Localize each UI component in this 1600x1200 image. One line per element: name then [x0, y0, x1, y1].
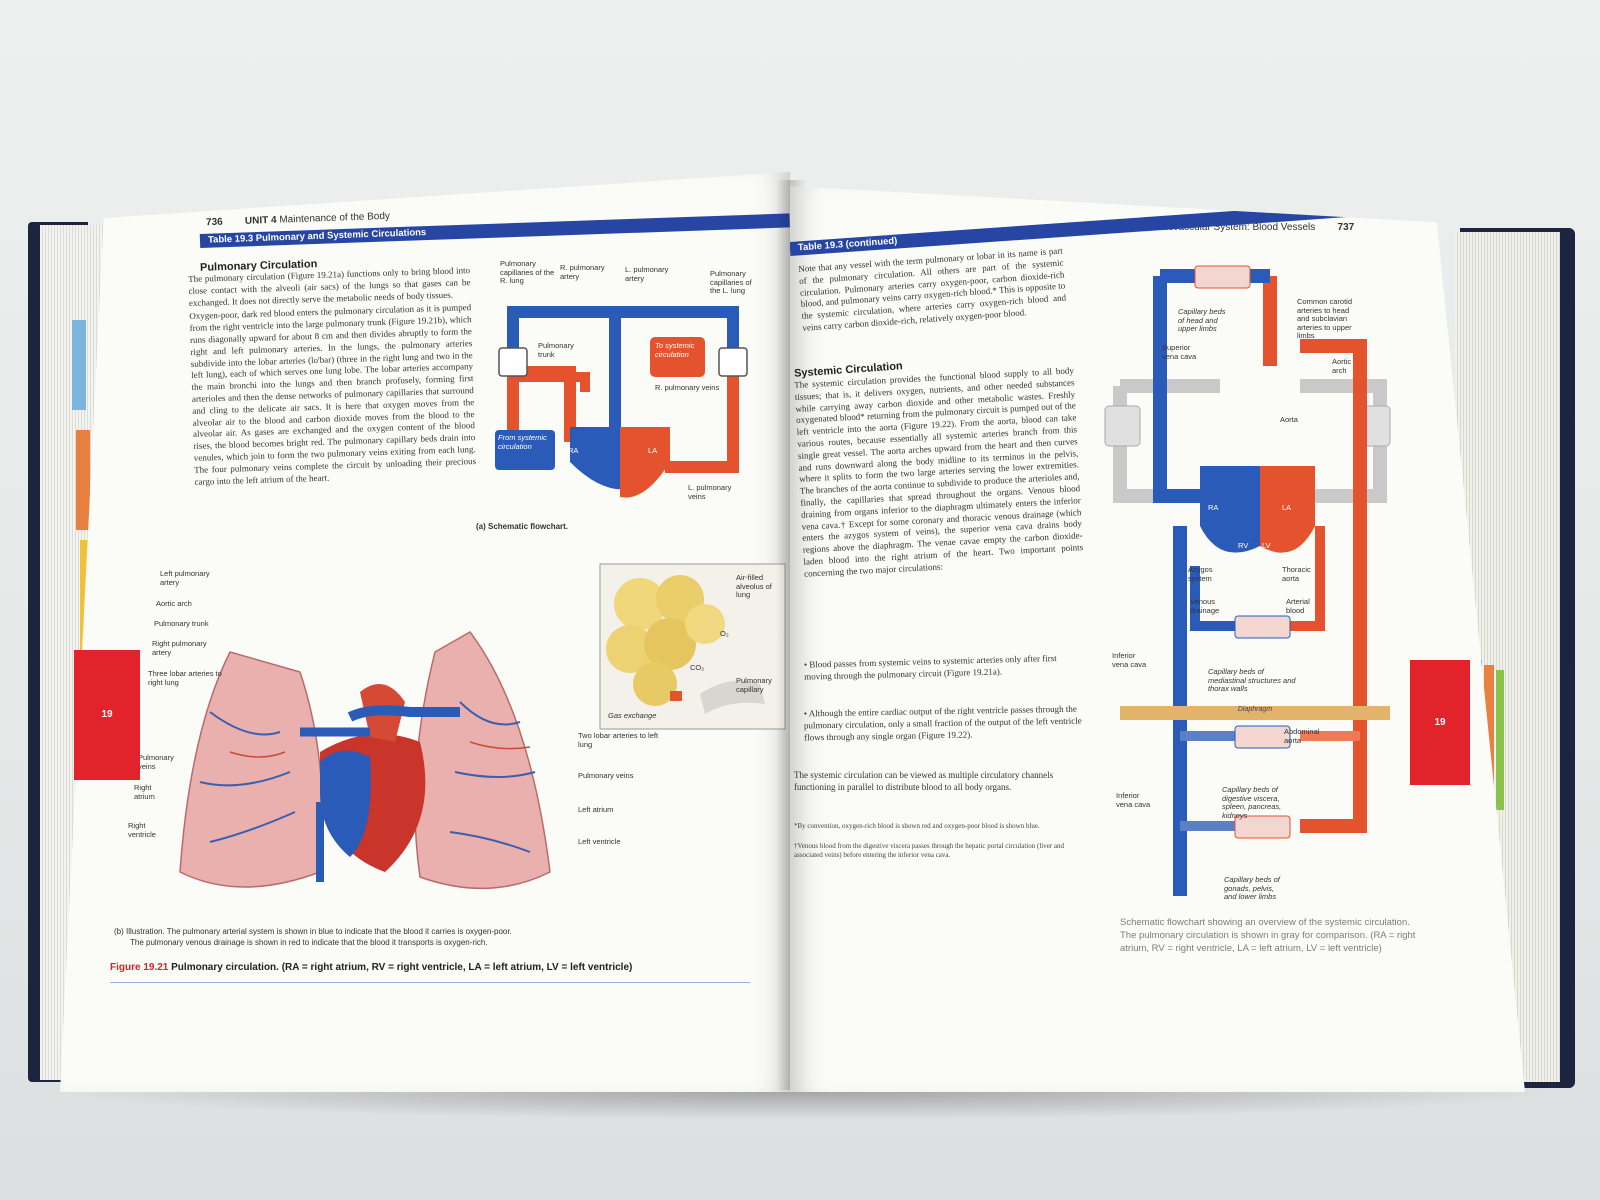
label-pulm-capillary: Pulmonary capillary	[736, 676, 772, 694]
left-page: 736 UNIT 4 Maintenance of the Body Table…	[60, 172, 790, 1092]
illustration-caption-1: (b) Illustration. The pulmonary arterial…	[114, 927, 512, 936]
illustration-caption-2: The pulmonary venous drainage is shown i…	[130, 938, 488, 947]
lungs-heart-illustration	[179, 631, 551, 890]
systemic-flowchart	[1104, 265, 1391, 896]
edge-tab-left: 19	[74, 650, 140, 780]
label-r-veins: R. pulmonary veins	[655, 383, 720, 392]
label-air-filled: Air-filled alveolus of lung	[736, 573, 772, 599]
unit-label: UNIT 4	[244, 214, 277, 227]
label-arterial-blood: Arterial blood	[1286, 597, 1310, 615]
rule	[110, 982, 750, 983]
label-la: LA	[648, 446, 658, 455]
label-superior-vc: Superior vena cava	[1162, 343, 1197, 361]
bullet-text: Although the entire cardiac output of th…	[803, 703, 1082, 743]
bullet-item: • Although the entire cardiac output of …	[803, 703, 1082, 743]
label-cap-gonads: Capillary beds of gonads, pelvis, and lo…	[1224, 875, 1280, 901]
label-left-pulm-artery: Left pulmonary artery	[160, 569, 210, 587]
label-trunk: Pulmonary trunk	[538, 341, 574, 359]
systemic-body-text: The systemic circulation provides the fu…	[794, 365, 1084, 579]
label-three-lobar: Three lobar arteries to right lung	[148, 669, 222, 687]
label-aorta: Aorta	[1280, 415, 1298, 424]
page-number: 737	[1337, 222, 1355, 233]
paragraph: The pulmonary circulation (Figure 19.21a…	[188, 265, 471, 308]
label-l-artery: L. pulmonary artery	[625, 265, 669, 283]
unit-title: Maintenance of the Body	[279, 210, 391, 226]
closing-text: The systemic circulation can be viewed a…	[794, 770, 1054, 792]
intro-text: Note that any vessel with the term pulmo…	[798, 245, 1067, 333]
label-right-atrium: Right atrium	[134, 783, 155, 801]
label-aortic-arch: Aortic arch	[1332, 357, 1352, 375]
label-azygos: Azygos system	[1188, 565, 1213, 583]
label-o2: O₂	[720, 629, 729, 638]
label-co2: CO₂	[690, 663, 705, 672]
label-thoracic-aorta: Thoracic aorta	[1282, 565, 1311, 583]
footnote: †Venous blood from the digestive viscera…	[794, 842, 1065, 859]
thumb-tab	[1496, 670, 1504, 810]
label-common-carotid: Common carotid arteries to head and subc…	[1297, 297, 1353, 340]
bullet-text: Blood passes from systemic veins to syst…	[804, 653, 1057, 682]
schematic-caption: (a) Schematic flowchart.	[476, 522, 569, 531]
bullet-item: • Blood passes from systemic veins to sy…	[803, 653, 1057, 682]
label-right-ventricle: Right ventricle	[128, 821, 156, 839]
label-r-artery: R. pulmonary artery	[560, 263, 605, 281]
label-aortic-arch: Aortic arch	[156, 599, 192, 608]
label-cap-head: Capillary beds of head and upper limbs	[1178, 307, 1226, 333]
label-venous-drainage: Venous drainage	[1190, 597, 1220, 615]
label-abdominal-aorta: Abdominal aorta	[1284, 727, 1320, 745]
label-ra: RA	[1208, 503, 1219, 512]
label-pcap-l: Pulmonary capillaries of the L. lung	[710, 269, 752, 295]
label-to-systemic: To systemic circulation	[655, 341, 695, 359]
right-page: Chapter 19 The Cardiovascular System: Bl…	[790, 186, 1525, 1092]
label-pcap-r: Pulmonary capillaries of the R. lung	[500, 259, 555, 285]
page-header-left: 736 UNIT 4 Maintenance of the Body	[206, 211, 390, 228]
label-left-ventricle: Left ventricle	[578, 837, 621, 846]
body-text: The pulmonary circulation (Figure 19.21a…	[188, 265, 477, 490]
figure-caption: Figure 19.21 Pulmonary circulation. (RA …	[110, 962, 632, 973]
label-pulm-trunk: Pulmonary trunk	[154, 619, 209, 628]
figure-caption-right: Schematic flowchart showing an overview …	[1120, 917, 1416, 954]
label-l-veins: L. pulmonary veins	[688, 483, 732, 501]
diaphragm-band: Diaphragm	[1120, 706, 1390, 720]
label-pulm-veins-left: Pulmonary veins	[138, 753, 174, 771]
label-lv: LV	[1262, 541, 1271, 550]
label-pulm-veins-right: Pulmonary veins	[578, 771, 634, 780]
label-inferior-vc-2: Inferior vena cava	[1116, 791, 1151, 809]
label-ra: RA	[568, 446, 579, 455]
label-inferior-vc-1: Inferior vena cava	[1112, 651, 1147, 669]
paragraph: Oxygen-poor, dark red blood enters the p…	[189, 302, 477, 487]
label-cap-mediastinal: Capillary beds of mediastinal structures…	[1208, 667, 1296, 693]
footnote: *By convention, oxygen-rich blood is sho…	[794, 822, 1040, 830]
label-left-atrium: Left atrium	[578, 805, 614, 814]
figure-title: Pulmonary circulation. (RA = right atriu…	[171, 962, 633, 973]
thumb-tab	[72, 320, 86, 410]
label-rv: RV	[1238, 541, 1249, 550]
label-la: LA	[1282, 503, 1292, 512]
label-right-pulm-artery: Right pulmonary artery	[152, 639, 207, 657]
label-two-lobar: Two lobar arteries to left lung	[578, 731, 659, 749]
edge-tab-right: 19	[1410, 660, 1470, 785]
thumb-tab	[76, 430, 90, 530]
label-cap-digestive: Capillary beds of digestive viscera, spl…	[1222, 785, 1282, 820]
label-from-systemic: From systemic circulation	[498, 433, 547, 451]
page-number: 736	[205, 216, 223, 229]
pulmonary-schematic	[495, 306, 748, 498]
label-gas-exchange: Gas exchange	[608, 711, 657, 720]
figure-number: Figure 19.21	[110, 962, 169, 973]
alveolus-inset	[599, 563, 786, 730]
